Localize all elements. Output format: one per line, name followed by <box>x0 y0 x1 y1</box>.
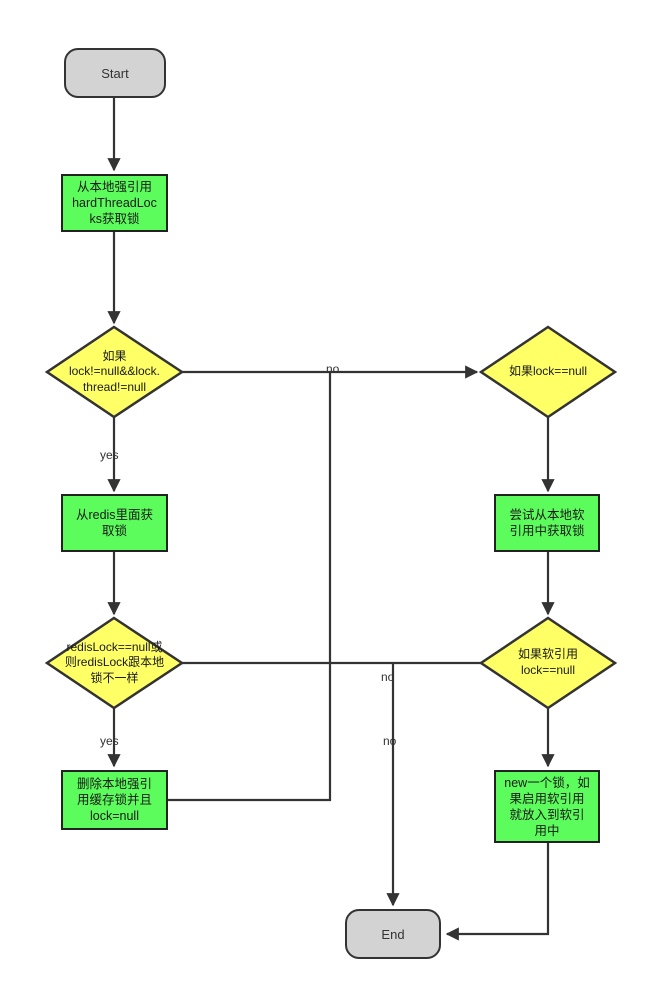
edge-label-yes-1-text: yes <box>100 448 119 462</box>
node-try-soft-ref-label: 尝试从本地软 引用中获取锁 <box>509 508 585 538</box>
node-remove-local-lock-label: 删除本地强引 用缓存锁并且 lock=null <box>76 777 152 823</box>
node-get-redis-lock-label: 从redis里面获 取锁 <box>75 508 154 538</box>
edge-remove-to-trunk <box>168 373 332 802</box>
node-check-soft-lock-null[interactable]: 如果软引用 lock==null <box>481 618 615 708</box>
node-end[interactable]: End <box>345 909 441 959</box>
edge-label-no-mid-upper: no <box>381 670 394 684</box>
edge-label-no-mid-upper-text: no <box>381 670 395 684</box>
node-remove-local-lock[interactable]: 删除本地强引 用缓存锁并且 lock=null <box>61 770 168 830</box>
edge-label-no-mid-lower: no <box>383 734 396 748</box>
node-end-label: End <box>381 926 405 942</box>
node-get-hard-ref[interactable]: 从本地强引用 hardThreadLoc ks获取锁 <box>61 174 168 232</box>
edge-label-yes-2: yes <box>100 734 119 748</box>
node-get-hard-ref-label: 从本地强引用 hardThreadLoc ks获取锁 <box>72 180 157 226</box>
node-try-soft-ref[interactable]: 尝试从本地软 引用中获取锁 <box>494 494 600 552</box>
node-check-redis-lock-label: redisLock==null或 则redisLock跟本地 锁不一样 <box>64 639 165 685</box>
edge-label-no-mid-lower-text: no <box>383 734 397 748</box>
edge-newlock-to-end <box>445 843 550 941</box>
edge-label-no-top-text: no <box>326 362 340 376</box>
node-check-lock-null-label: 如果lock==null <box>508 364 588 379</box>
node-check-lock-null[interactable]: 如果lock==null <box>481 327 615 417</box>
edge-label-yes-2-text: yes <box>100 734 119 748</box>
node-new-lock-label: new一个锁，如 果启用软引用 就放入到软引 用中 <box>504 775 590 838</box>
node-check-soft-lock-null-label: 如果软引用 lock==null <box>517 647 578 677</box>
node-start[interactable]: Start <box>64 48 166 98</box>
node-check-lock-thread-label: 如果 lock!=null&&lock. thread!=null <box>68 348 161 394</box>
node-check-redis-lock[interactable]: redisLock==null或 则redisLock跟本地 锁不一样 <box>47 618 182 708</box>
node-new-lock[interactable]: new一个锁，如 果启用软引用 就放入到软引 用中 <box>494 770 600 843</box>
node-start-label: Start <box>101 65 129 81</box>
node-check-lock-thread[interactable]: 如果 lock!=null&&lock. thread!=null <box>47 327 182 417</box>
edge-label-yes-1: yes <box>100 448 119 462</box>
node-get-redis-lock[interactable]: 从redis里面获 取锁 <box>61 494 168 552</box>
edge-label-no-top: no <box>326 362 339 376</box>
